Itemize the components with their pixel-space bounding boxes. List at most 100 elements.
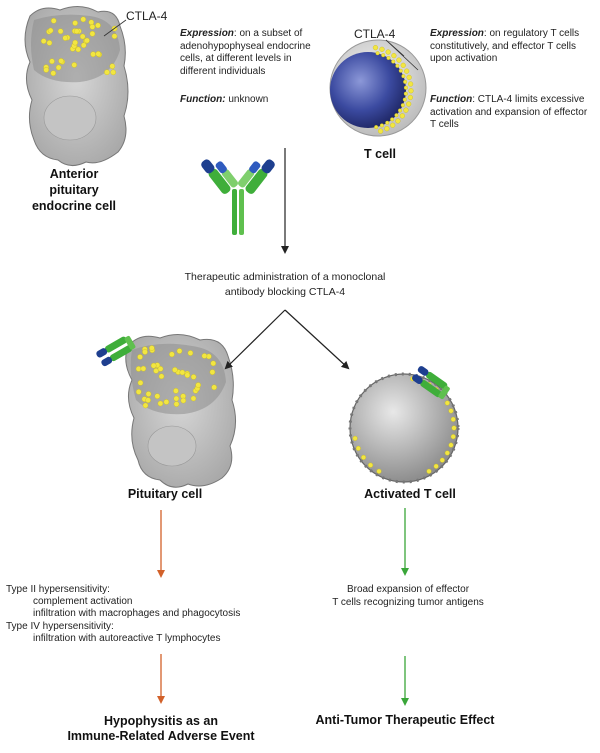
ctla4-receptor-dot — [385, 49, 391, 55]
ctla4-receptor-dot — [379, 46, 385, 52]
ctla4-receptor-dot — [355, 445, 361, 451]
ctla4-receptor-dot — [450, 434, 456, 440]
ctla4-receptor-dot — [390, 122, 396, 128]
ctla4-receptors-pituitary-top — [40, 16, 118, 76]
ctla4-receptor-dot — [377, 128, 384, 134]
ctla4-receptor-dot — [110, 69, 117, 76]
ctla4-receptor-dot — [402, 97, 407, 102]
ctla4-receptor-dot — [79, 33, 86, 40]
ctla4-receptor-dot — [379, 123, 384, 128]
ctla4-receptors-pituitary-bottom — [135, 345, 217, 409]
ctla4-receptor-dot — [88, 19, 95, 26]
pituitary-cell-bottom — [125, 334, 236, 488]
tcell-top-title: T cell — [364, 147, 396, 161]
ctla4-receptor-dot — [385, 120, 390, 125]
monoclonal-antibody-icon — [201, 159, 275, 235]
tcell-expression-text: Expression: on regulatory T cells consti… — [430, 28, 590, 66]
ctla4-receptor-dot — [46, 40, 53, 46]
ctla4-receptor-dot — [154, 393, 161, 399]
ctla4-receptor-dot — [72, 20, 78, 26]
ctla4-receptor-dot — [84, 37, 90, 44]
ctla4-receptor-dot — [135, 366, 142, 372]
pituitary-expression-text: Expression: on a subset of adenohypophys… — [180, 28, 330, 78]
ctla4-receptor-dot — [135, 389, 142, 395]
ctla4-receptor-dot — [95, 22, 101, 29]
expansion-line-2: T cells recognizing tumor antigens — [332, 596, 484, 608]
ctla4-receptor-dot — [89, 24, 96, 30]
pituitary-expression-head: Expression — [180, 28, 234, 39]
ctla4-receptor-dot — [62, 35, 69, 41]
ctla4-receptor-dot — [55, 64, 62, 71]
therapy-line-2: antibody blocking CTLA-4 — [224, 286, 346, 298]
ctla4-receptor-dot — [57, 28, 64, 35]
ctla4-receptor-dot — [80, 16, 87, 23]
ctla4-receptor-dot — [374, 125, 379, 130]
antibody-bound-pituitary-icon — [96, 336, 136, 367]
ctla4-receptor-dot — [163, 399, 170, 405]
ctla4-receptor-dot — [376, 468, 382, 474]
ctla4-receptor-dot — [400, 103, 405, 108]
pituitary-function-text: Function: unknown — [180, 94, 330, 107]
ctla4-receptor-dot — [390, 117, 395, 122]
ctla4-receptor-dot — [50, 70, 57, 76]
antibody-bound-tcell-icon — [412, 366, 450, 400]
ctla4-pointer-tcell-b — [385, 39, 419, 71]
ctla4-receptor-dot — [408, 88, 414, 94]
activated-tcell-title: Activated T cell — [364, 487, 456, 501]
ctla4-receptor-dot — [176, 348, 183, 354]
ctla4-receptor-dot — [184, 372, 191, 379]
pituitary-function-head: Function: — [180, 94, 226, 105]
mechanism-line-4: Type IV hypersensitivity: — [6, 620, 114, 632]
ctla4-receptor-dot — [404, 68, 410, 74]
ctla4-receptor-dot — [137, 354, 143, 360]
ctla4-receptor-dot — [190, 374, 197, 380]
ctla4-receptor-dot — [209, 369, 216, 375]
ctla4-receptor-dot — [398, 68, 403, 73]
ctla4-receptor-dot — [47, 27, 54, 34]
ctla4-receptor-dot — [75, 46, 82, 53]
ctla4-receptor-dot — [444, 400, 450, 406]
expansion-line-1: Broad expansion of effector — [346, 584, 470, 595]
pituitary-function-body: unknown — [225, 94, 269, 105]
arrow-therapy-to-pituitary — [224, 309, 286, 370]
ctla4-receptor-dot — [145, 397, 151, 403]
ctla4-receptor-dot — [444, 450, 450, 456]
mechanism-line-3: infiltration with macrophages and phagoc… — [33, 608, 241, 620]
tcell-function-text: Function: CTLA-4 limits excessive activa… — [430, 94, 594, 132]
ctla4-receptor-dot — [40, 38, 47, 44]
ctla4-receptor-dot — [95, 51, 102, 57]
ctla4-receptor-dot — [407, 81, 414, 87]
ctla4-receptor-dot — [399, 113, 405, 119]
ctla4-receptor-dot — [451, 425, 457, 431]
ctla4-receptor-dot — [140, 365, 147, 372]
ctla4-receptor-dot — [406, 101, 412, 107]
ctla4-receptor-dot — [361, 454, 367, 460]
ctla4-receptor-dot — [386, 55, 391, 60]
hypophysitis-outcome: Hypophysitis as an Immune-Related Advers… — [56, 714, 266, 744]
ctla4-receptor-dot — [352, 435, 358, 441]
left-mechanism-text: Type II hypersensitivity: complement act… — [6, 584, 326, 645]
ctla4-receptor-dot — [142, 402, 149, 409]
ctla4-receptor-dot — [173, 395, 180, 402]
ctla4-label-tcell: CTLA-4 — [354, 27, 396, 41]
mechanism-line-2: complement activation — [33, 596, 133, 608]
pituitary-title-line-3: endocrine cell — [31, 199, 117, 213]
ctla4-receptor-dot — [439, 457, 445, 463]
ctla4-receptor-dot — [375, 51, 380, 56]
ctla4-receptor-dot — [173, 401, 180, 407]
pituitary-top-title: Anterior pituitary endocrine cell — [18, 166, 130, 214]
outcome-line-2: Immune-Related Adverse Event — [67, 729, 255, 743]
pituitary-expression-body: : on a subset of adenohypophyseal endocr… — [180, 28, 311, 77]
ctla4-receptor-dot — [406, 74, 412, 81]
ctla4-receptor-dot — [169, 351, 175, 358]
ctla4-receptor-dot — [180, 397, 187, 404]
ctla4-receptor-dot — [71, 62, 78, 68]
ctla4-receptor-dot — [49, 58, 55, 65]
therapy-line-1: Therapeutic administration of a monoclon… — [184, 271, 386, 283]
ctla4-receptor-dot — [403, 79, 408, 84]
ctla4-receptor-dot — [394, 113, 399, 118]
ctla4-receptor-dot — [111, 33, 118, 39]
ctla4-receptor-dot — [89, 30, 96, 37]
ctla4-receptor-dot — [401, 74, 406, 79]
